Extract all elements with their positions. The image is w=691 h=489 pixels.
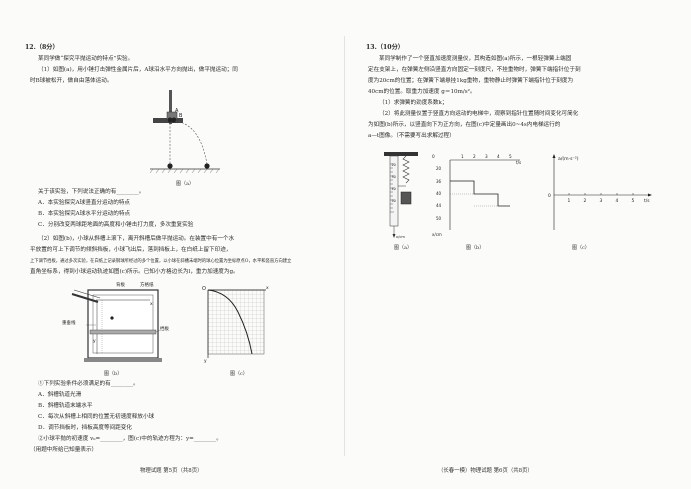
fig-b-xunit: t/s <box>516 160 521 165</box>
fig-b-xtick-3: 3 <box>485 154 488 159</box>
fig-c-origin: O <box>202 286 206 292</box>
fig-a-mark-50: 50 <box>392 199 396 203</box>
q12-question-line2: ①下列实验条件必须满足的有________。 <box>38 381 139 387</box>
fig-a-label-b: B <box>179 113 183 119</box>
page-5-footer: 物理试题 第5页（共8页） <box>140 468 203 474</box>
fig-b-label-paper: 方格纸 <box>140 281 154 288</box>
figure-a-caption-right: 图（a） <box>394 245 412 251</box>
fig-c-xunit: t/s <box>644 198 650 204</box>
fig-b-xtick-4: 4 <box>497 154 500 159</box>
page-divider <box>344 36 345 456</box>
figure-b-apparatus: 背板 方格纸 x y 重垂线 挡板 <box>62 281 169 362</box>
question-13-number: 13.（10分） <box>366 44 404 51</box>
q12-intro: 某同学做“探究平抛运动的特点”实验。 <box>38 56 134 62</box>
fig-b-ylabel: x/cm <box>432 232 442 237</box>
q12-cond-a: A．斜槽轨道光滑 <box>38 392 82 398</box>
fig-b-ytick-40: 40 <box>436 191 442 196</box>
fig-b-ytick-36: 36 <box>436 179 442 184</box>
fig-a-label-a: A <box>175 108 179 114</box>
fig-c-ylabel: a/(m·s⁻²) <box>558 156 579 162</box>
fig-b-xtick-5: 5 <box>509 154 512 159</box>
q12-note: （用题中所给已知量表示） <box>30 447 98 453</box>
q12-option-a: A．本实验探究A球竖直分运动的特点 <box>38 200 130 206</box>
figure-b-caption: 图（b） <box>104 371 123 377</box>
fig-c-xtick-5: 5 <box>632 198 635 204</box>
page-5: 12.（8分） 某同学做“探究平抛运动的特点”实验。 （1）如图(a)，用小锤打… <box>0 0 345 489</box>
fig-a-mark-40: 40 <box>392 187 396 191</box>
q12-part1-line1: （1）如图(a)，用小锤打击弹性金属片后，A球沿水平方向抛出，做平抛运动；同 <box>38 67 238 73</box>
q13-line4: 40cm的位置。取重力加速度 g＝10m/s²。 <box>368 89 476 95</box>
fig-c-axis-x: x <box>266 286 269 291</box>
q12-part1-line2: 时B球被松开，做自由落体运动。 <box>30 78 113 84</box>
figure-c-trajectory: O x y <box>202 286 269 364</box>
fig-b-ytick-50: 50 <box>436 216 442 221</box>
q12-part2-line1: （2）如图(b)，小球从斜槽上滚下，离开斜槽后做平抛运动。在装置中有一个水 <box>38 236 235 242</box>
fig-b-xtick-1: 1 <box>461 154 464 159</box>
fig-a-mark-30: 30 <box>392 175 396 179</box>
q13-line8: a—t图像。（不需要写出求解过程） <box>368 133 455 139</box>
q13-line2: 定在支架上，在弹簧左侧沿竖直方向固定一刻度尺，不挂重物时，弹簧下端指针位于刻 <box>368 67 581 73</box>
fig-b-label-baffle: 挡板 <box>160 325 169 332</box>
figure-a-spring-meter: 20 30 40 50 x/cm <box>384 152 418 239</box>
fig-c-xtick-1: 1 <box>568 198 571 204</box>
page-6-footer: （长春一模）物理试题 第6页（共8页） <box>438 468 533 474</box>
q12-part2-line2: 平放置的可上下调节的倾斜挡板，小球飞出后，落到挡板上，在白纸上留下印迹， <box>30 247 232 253</box>
fig-b-axis-x: x <box>150 302 153 307</box>
fig-c-xtick-3: 3 <box>600 198 603 204</box>
q12-cond-b: B．斜槽轨道末端水平 <box>38 403 93 409</box>
figure-b-caption-right: 图（b） <box>466 245 485 251</box>
q12-question-line: 关于该实验，下列说法正确的有________。 <box>38 189 145 195</box>
q13-line3: 度为20cm的位置；在弹簧下端悬挂1kg重物，重物静止时弹簧下端指针位于刻度为 <box>368 78 574 84</box>
question-12-number: 12.（8分） <box>25 44 59 51</box>
q13-line7: 为如图(b)所示，以竖直向下为正方向，在图(c)中定量画出0~4s内电梯运行的 <box>368 122 561 128</box>
fig-c-xtick-4: 4 <box>616 198 619 204</box>
fig-b-label-plumb: 重垂线 <box>62 319 76 326</box>
fig-c-axis-y: y <box>204 359 207 364</box>
fig-a-mark-20: 20 <box>392 163 396 167</box>
fig-b-ytick-44: 44 <box>436 203 442 208</box>
fig-b-label-back: 背板 <box>116 281 125 288</box>
q12-cond-d: D．调节挡板时，挡板高度等间距变化 <box>38 425 132 431</box>
q12-option-c: C．分别改变两球距地面的高度和小锤击打力度，多次重复实验 <box>38 222 194 228</box>
q13-line5: （1）求弹簧的劲度系数k； <box>379 100 448 106</box>
fig-b-ytick-20: 20 <box>436 166 442 171</box>
figure-c-acceleration-axes: a/(m·s⁻²) 0 t/s 1 2 3 4 5 <box>548 154 652 230</box>
q12-part2-line4: 直角坐标系，得到小球运动轨迹如图(c)所示。已知小方格边长为l，重力加速度为g。 <box>30 269 239 275</box>
q12-option-b: B．本实验探究A球水平分运动的特点 <box>38 211 131 217</box>
q13-line6: （2）将此测量仪置于竖直方向运动的电梯中，观察到指针位置随时间变化可简化 <box>379 111 579 117</box>
fig-b-xtick-2: 2 <box>473 154 476 159</box>
figure-c-caption-right: 图（c） <box>572 245 590 251</box>
fig-b-xtick-0: 0 <box>432 154 435 159</box>
figure-c-caption: 图（c） <box>230 371 248 377</box>
q12-part2-line3: 上下调节挡板，通过多次实验，在白纸上记录钢球所经过的多个位置，以小球在斜槽末端时… <box>30 259 292 264</box>
q13-line1: 某同学制作了一个竖直加速度测量仪，其构造如图(a)所示，一根轻弹簧上端固 <box>379 56 572 62</box>
q12-question-line3: ②小球平抛的初速度 v₀=________，图(c)中的轨迹方程为：y=____… <box>38 436 222 442</box>
fig-c-xtick-2: 2 <box>584 198 587 204</box>
fig-b-axis-y: y <box>93 339 96 344</box>
figure-a-caption: 图（a） <box>176 181 194 187</box>
fig-c-origin-label: 0 <box>548 193 551 199</box>
q12-cond-c: C．每次从斜槽上相同的位置无初速度释放小球 <box>38 414 155 420</box>
fig-a-unit: x/cm <box>396 235 405 239</box>
figure-a-apparatus: A B <box>149 90 220 174</box>
figure-b-position-graph: 0 1 2 3 4 5 t/s 20 36 40 44 50 x/cm <box>432 154 521 237</box>
page-6: 13.（10分） 某同学制作了一个竖直加速度测量仪，其构造如图(a)所示，一根轻… <box>346 0 691 489</box>
